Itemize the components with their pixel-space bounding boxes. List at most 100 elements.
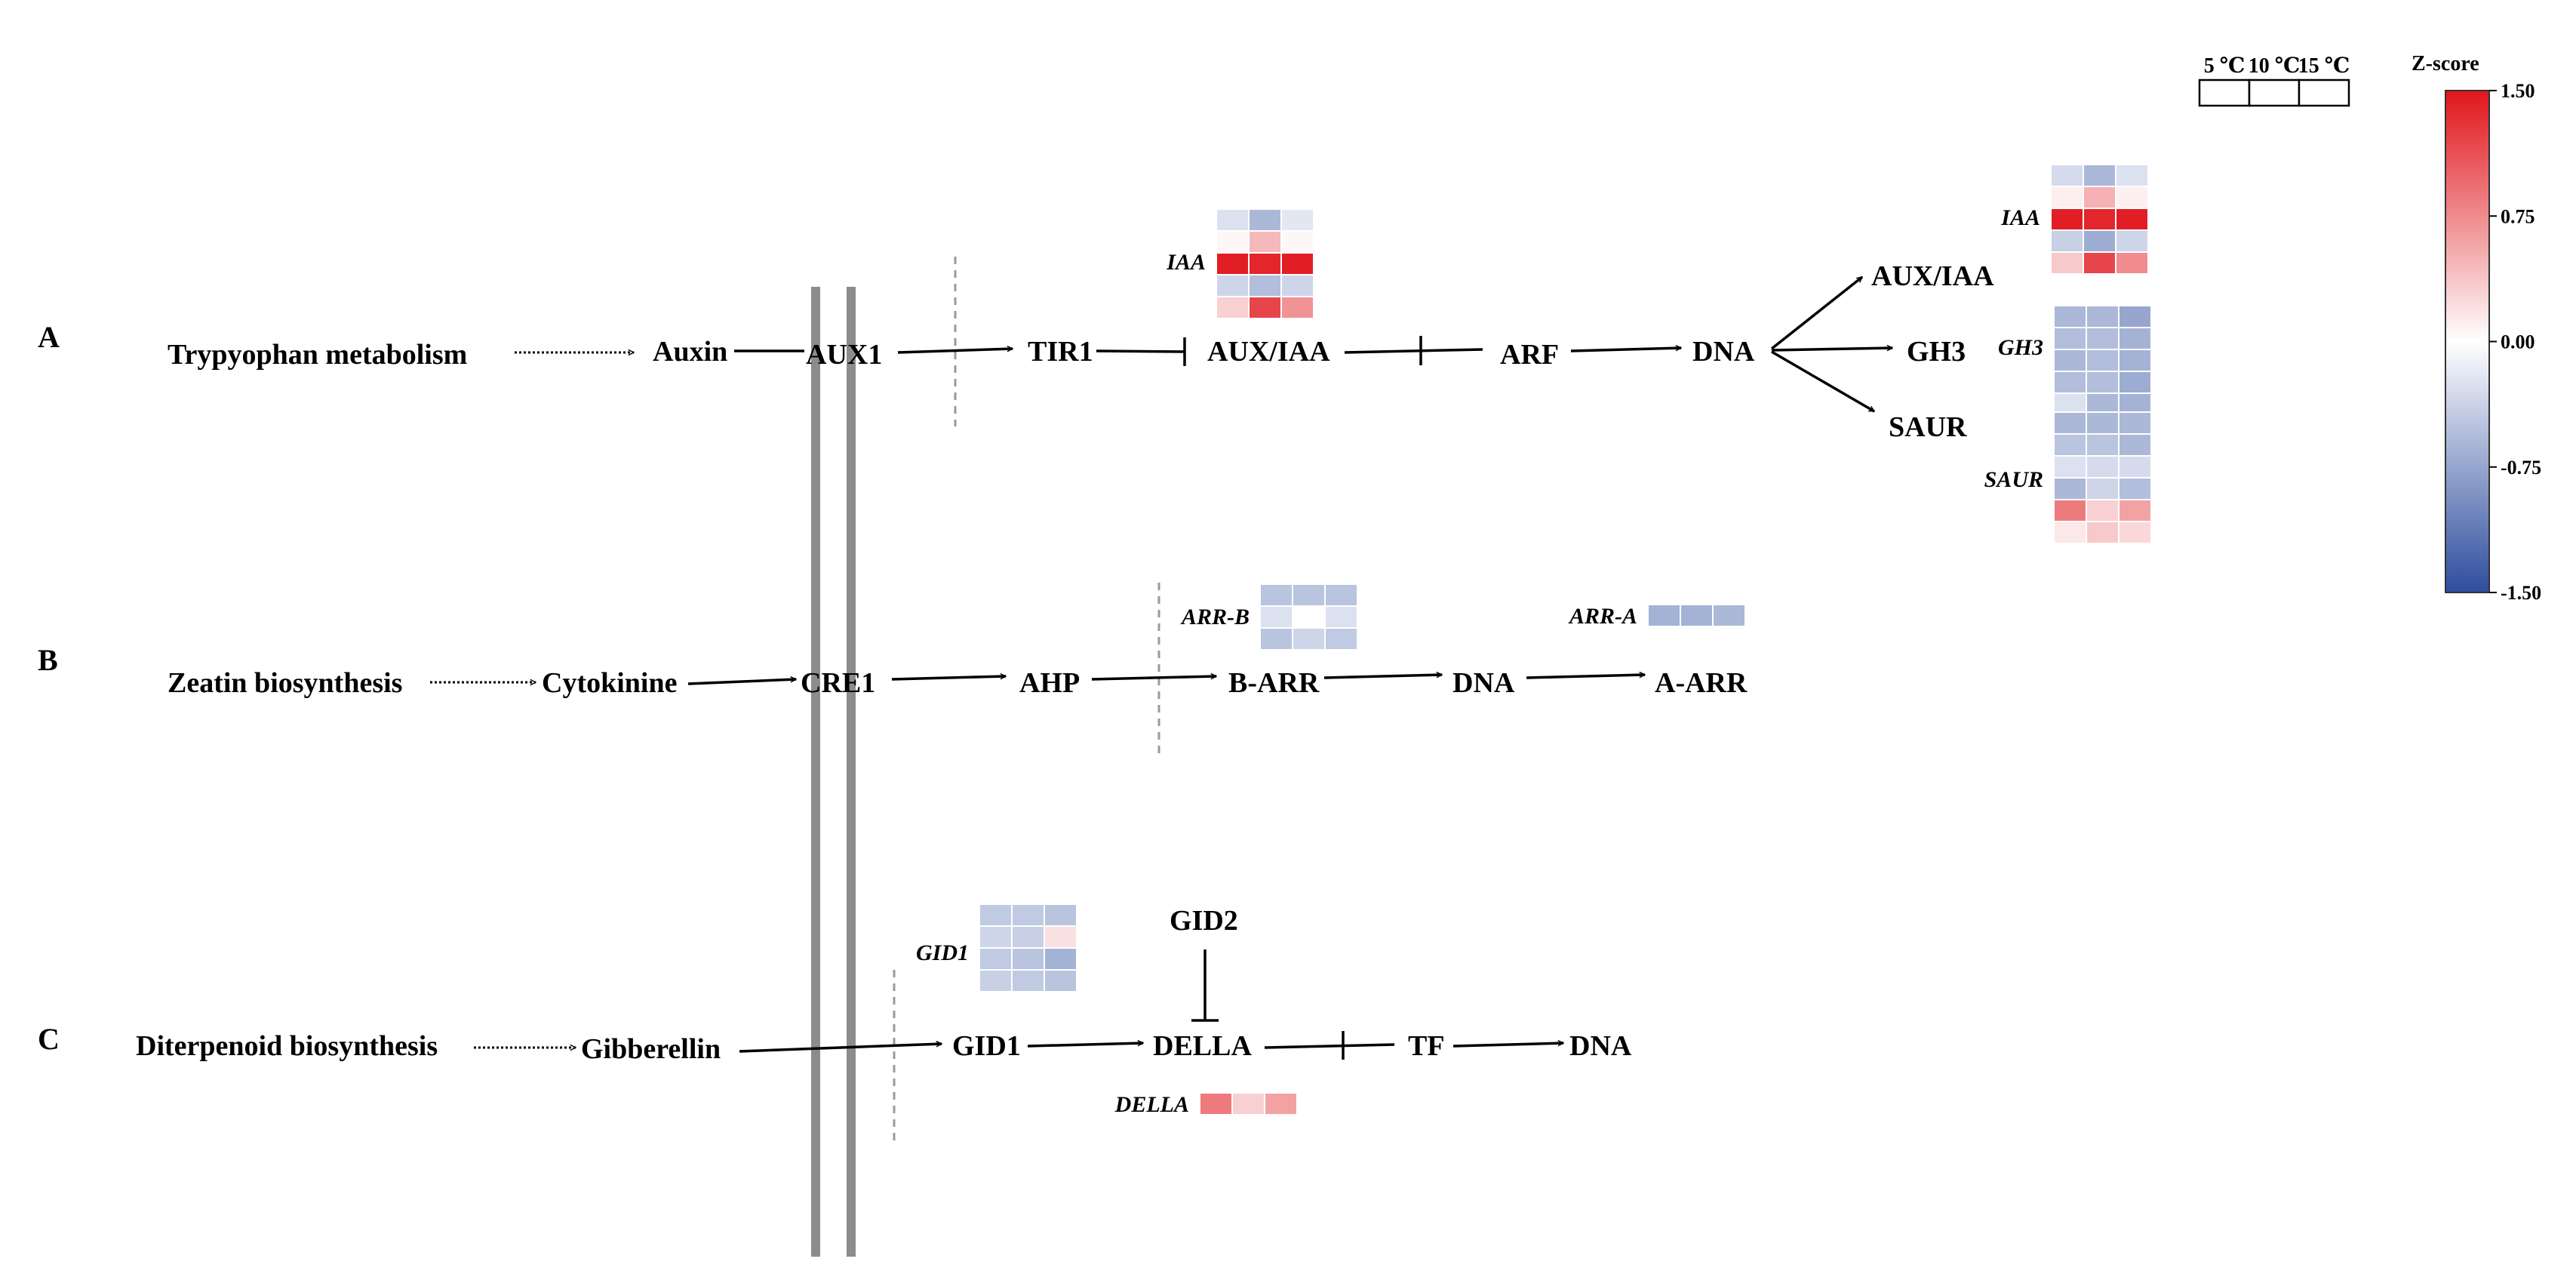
heatmap-arr-a: ARR-A [1568, 604, 1746, 629]
temp-box [2198, 78, 2251, 107]
zscore-tick-label: 0.75 [2501, 205, 2535, 227]
arrow-cytokinine-cre1 [687, 679, 796, 685]
arrow-dna-auxiaa [1770, 275, 1862, 350]
panel-label-c: C [38, 1022, 60, 1056]
heatmap-cell [2083, 208, 2116, 231]
heatmap-cell [979, 925, 1013, 949]
node-gid1: GID1 [952, 1030, 1021, 1062]
inhibit-tir1-auxiaa [1096, 349, 1185, 353]
pathway-b: Zeatin biosynthesis Cytokinine CRE1 AHP … [168, 667, 1748, 699]
node-ahp: AHP [1019, 667, 1080, 699]
heatmap-cell [2115, 208, 2149, 231]
heatmap-cell [1292, 583, 1326, 607]
arrow-ahp-barr [1091, 676, 1216, 681]
zscore-tick-label: 1.50 [2501, 80, 2535, 102]
panel-label-b: B [38, 643, 58, 677]
panel-label-a: A [38, 320, 60, 354]
heatmap-cell [2053, 455, 2087, 479]
heatmap-cell [1044, 903, 1077, 927]
heatmap-cell [2118, 371, 2152, 394]
heatmap-cell [1280, 230, 1314, 254]
heatmap-cell [2118, 411, 2152, 435]
heatmap-label-arr-b: ARR-B [1180, 605, 1250, 629]
heatmap-della: DELLA [1114, 1092, 1298, 1117]
heatmap-cell [2115, 251, 2149, 275]
arrow-cre1-ahp [891, 676, 1006, 681]
heatmap-cell [2083, 164, 2116, 187]
temp-box [2298, 78, 2350, 107]
heatmap-cell [2086, 327, 2120, 350]
heatmap-cell [1011, 925, 1045, 949]
heatmap-cell [2083, 229, 2116, 253]
heatmap-cell [1259, 605, 1293, 629]
temp-label: 5 ℃ [2204, 54, 2246, 78]
heatmap-gh3: GH3 [1998, 305, 2152, 416]
node-della: DELLA [1153, 1030, 1252, 1062]
heatmap-cell [2086, 433, 2120, 457]
heatmap-cell [2083, 186, 2116, 209]
heatmap-cell [1248, 208, 1282, 232]
heatmap-cell [2050, 251, 2084, 275]
arrow-tf-dna [1452, 1043, 1563, 1048]
heatmap-cell [1216, 208, 1250, 232]
heatmap-cell [1264, 1092, 1298, 1116]
heatmap-cell [1216, 296, 1250, 319]
heatmap-cell [1044, 969, 1077, 992]
heatmap-cell [2115, 229, 2149, 253]
heatmap-label-gid1: GID1 [916, 940, 969, 965]
heatmap-cell [979, 969, 1013, 992]
heatmap-iaa-right: IAA [2000, 164, 2149, 275]
node-b-arr: B-ARR [1228, 667, 1320, 699]
node-saur: SAUR [1889, 411, 1967, 443]
heatmap-cell [1044, 947, 1077, 971]
heatmap-cell [1280, 296, 1314, 319]
heatmap-cell [1248, 252, 1282, 275]
inhibit-auxiaa-arf [1344, 348, 1483, 354]
dashed-boundaries [893, 257, 1160, 1143]
node-a-arr: A-ARR [1655, 667, 1748, 699]
heatmap-cell [1011, 969, 1045, 992]
heatmap-cell [2053, 349, 2087, 372]
arrow-dna-saur [1771, 350, 1874, 413]
node-gh3: GH3 [1907, 336, 1966, 368]
temp-label: 10 ℃ [2249, 54, 2301, 78]
heatmap-label-arr-a: ARR-A [1568, 604, 1637, 629]
node-diterpenoid-biosynthesis: Diterpenoid biosynthesis [136, 1030, 438, 1062]
heatmap-iaa-top: IAA [1166, 208, 1314, 319]
node-tir1: TIR1 [1028, 336, 1093, 368]
heatmap-cell [2053, 411, 2087, 435]
heatmap-cell [2118, 433, 2152, 457]
arrow-gibberellin-gid1 [739, 1044, 942, 1053]
heatmap-gid1: GID1 [916, 903, 1077, 992]
node-zeatin-biosynthesis: Zeatin biosynthesis [168, 667, 402, 699]
membrane [811, 287, 856, 1257]
heatmap-cell [1248, 230, 1282, 254]
node-gid2: GID2 [1170, 905, 1238, 937]
node-cre1: CRE1 [801, 667, 875, 699]
heatmap-cell [2053, 521, 2087, 544]
heatmap-cell [1292, 605, 1326, 629]
zscore-tick-label: -0.75 [2501, 457, 2541, 479]
heatmap-cell [2118, 305, 2152, 328]
heatmap-cell [1216, 230, 1250, 254]
node-dna-b: DNA [1452, 667, 1515, 699]
inhibit-della-tf [1264, 1043, 1395, 1049]
heatmap-cell [1712, 604, 1746, 627]
heatmap-cell [1647, 604, 1681, 627]
heatmap-cell [1324, 605, 1358, 629]
heatmap-cell [2086, 455, 2120, 479]
heatmap-cell [979, 903, 1013, 927]
zscore-tick-label: 0.00 [2501, 331, 2535, 353]
arrow-gid1-della [1027, 1043, 1143, 1048]
heatmap-cell [2053, 499, 2087, 522]
heatmap-cell [1280, 208, 1314, 232]
heatmap-cell [2086, 477, 2120, 500]
heatmap-cell [2086, 411, 2120, 435]
heatmap-label-della: DELLA [1114, 1092, 1189, 1117]
heatmap-label-saur: SAUR [1984, 467, 2043, 492]
heatmap-cell [1324, 583, 1358, 607]
heatmap-cell [979, 947, 1013, 971]
heatmap-cell [1216, 252, 1250, 275]
